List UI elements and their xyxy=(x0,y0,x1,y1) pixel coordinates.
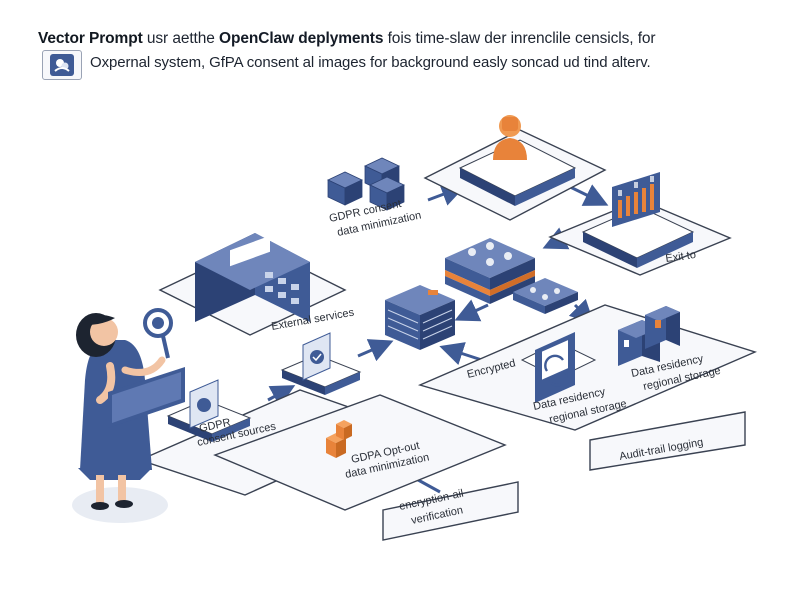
person-with-tablet-figure xyxy=(72,308,185,523)
cube xyxy=(327,171,363,206)
external-services-building xyxy=(195,233,310,322)
secure-consent-box xyxy=(280,332,362,395)
data-subject-platform-icon xyxy=(458,115,577,206)
encrypted-enclave-box xyxy=(520,332,597,403)
magnifier-icon xyxy=(143,308,173,359)
brand-logo-icon xyxy=(42,50,82,80)
header-tail: fois time-slaw der inrenclile censicls, … xyxy=(387,30,656,47)
cube xyxy=(369,176,405,211)
platform-opt-out xyxy=(213,394,507,511)
header-brand: OpenClaw deplyments xyxy=(219,30,384,47)
header-line-1: Vector Prompt usr aetthe OpenClaw deplym… xyxy=(38,30,778,48)
arrow-secure-to-server xyxy=(357,339,394,362)
regional-storage-boxes xyxy=(618,306,680,366)
opt-out-blocks xyxy=(326,420,352,458)
label-exit-to: Exit to xyxy=(665,249,697,265)
tablet-icon xyxy=(108,367,185,428)
header-mid: usr aetthe xyxy=(146,30,215,47)
platform-verification xyxy=(382,481,519,541)
header: Vector Prompt usr aetthe OpenClaw deplym… xyxy=(0,0,800,80)
central-server-rack xyxy=(385,285,455,350)
header-lead: Vector Prompt xyxy=(38,30,143,47)
consent-source-box xyxy=(166,379,252,442)
dashboard-panel xyxy=(581,172,695,268)
encrypted-database-stack xyxy=(445,238,578,314)
platform-audit-trail xyxy=(589,411,746,471)
arrow-database-to-server xyxy=(454,299,489,322)
sync-arrows-icon xyxy=(544,354,568,387)
secondary-database xyxy=(513,278,578,314)
header-line-2: Oxpernal system, GfPA consent al images … xyxy=(90,54,651,71)
arrow-cube-to-storage xyxy=(267,385,296,408)
gdpr-cubes-cluster xyxy=(327,157,405,211)
